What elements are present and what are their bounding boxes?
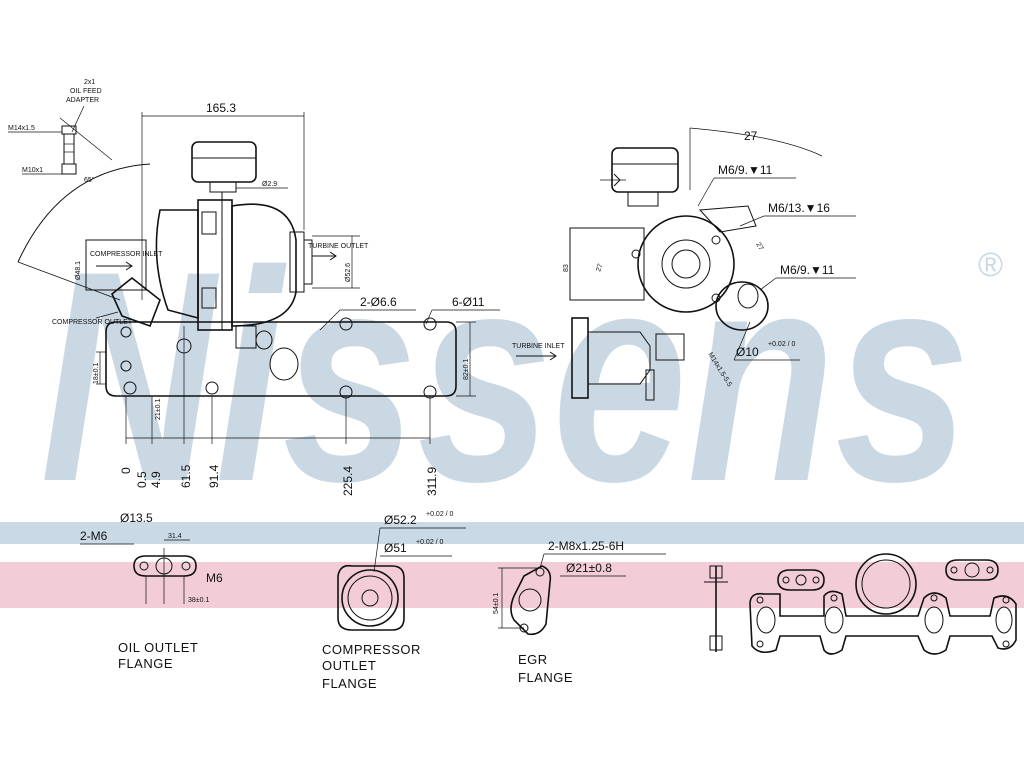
oil-pitch-label: 31.4 (168, 533, 182, 540)
comp-dia-inner: Ø51 (384, 541, 407, 555)
registered-mark: ® (978, 246, 1003, 284)
height-right-label: 82±0.1 (463, 359, 470, 380)
turbine-outlet-label: TURBINE OUTLET (308, 243, 369, 250)
oil-caption-1: OIL OUTLET (118, 640, 198, 655)
oil-adapter-line-2: OIL FEED (70, 88, 102, 95)
oil-m6-label: M6 (206, 571, 223, 585)
side-height-dim: 83 (563, 264, 570, 272)
holes-b-label: 6-Ø11 (452, 295, 485, 309)
base-dim-0: 0 (119, 467, 133, 474)
egr-dia-label: Ø21±0.8 (566, 561, 612, 575)
egr-thread-label: 2-M8x1.25-6H (548, 539, 624, 553)
turbine-inlet-label: TURBINE INLET (512, 343, 565, 350)
callout-2: M6/13.▼16 (768, 201, 830, 215)
dia-10-tol: +0.02 / 0 (768, 341, 796, 348)
comp-dia-inner-tol: +0.02 / 0 (416, 539, 444, 546)
dia-10-label: Ø10 (736, 345, 759, 359)
comp-caption-1: COMPRESSOR (322, 642, 421, 657)
side-angle-left: 27 (595, 263, 604, 273)
oil-adapter-line-3: ADAPTER (66, 97, 99, 104)
top-width-dim: 165.3 (206, 101, 236, 115)
gasket-set (704, 553, 1017, 655)
base-dim-3: 61.5 (179, 464, 193, 488)
dim-21-label: 21±0.1 (155, 399, 162, 420)
oil-adapter-line-1: 2x1 (84, 79, 95, 86)
thread-bottom-label: M10x1 (22, 167, 43, 174)
side-view: 27 83 27 M6/9.▼11 M6/13.▼16 M6/9.▼11 27 (512, 127, 856, 401)
egr-caption-1: EGR (518, 652, 548, 667)
compressor-outlet-label: COMPRESSOR OUTLET (52, 319, 133, 326)
egr-pitch-label: 54±0.1 (493, 593, 500, 614)
side-angle-mid: 27 (754, 242, 764, 252)
egr-caption-2: FLANGE (518, 670, 573, 685)
thread-top-label: M14x1.5 (8, 125, 35, 132)
base-dim-2: 4.9 (149, 471, 163, 488)
oil-outlet-flange: Ø13.5 2-M6 31.4 M6 38±0.1 OIL OUTLET FLA… (80, 511, 223, 671)
oil-dia-label: Ø13.5 (120, 511, 153, 525)
callout-3: M6/9.▼11 (780, 263, 835, 277)
height-left-label: 18±0.1 (93, 363, 100, 384)
dia-left-label: Ø48.1 (75, 261, 82, 280)
comp-caption-2: OUTLET (322, 658, 376, 673)
comp-caption-3: FLANGE (322, 676, 377, 691)
oil-caption-2: FLANGE (118, 656, 173, 671)
compressor-outlet-flange: Ø52.2 +0.02 / 0 Ø51 +0.02 / 0 COMPRESSOR… (322, 511, 466, 691)
brand-watermark: Nissens (40, 208, 970, 544)
small-dia-label: Ø2.9 (262, 181, 277, 188)
callout-1: M6/9.▼11 (718, 163, 773, 177)
front-view: 2x1 OIL FEED ADAPTER M14x1.5 M10x1 65° 1… (8, 79, 500, 496)
blue-band (0, 522, 1024, 544)
holes-a-label: 2-Ø6.6 (360, 295, 397, 309)
comp-dia-outer-tol: +0.02 / 0 (426, 511, 454, 518)
base-dim-1: 0.5 (135, 471, 149, 488)
comp-dia-outer: Ø52.2 (384, 513, 417, 527)
oil-thread-label: 2-M6 (80, 529, 108, 543)
egr-flange: 2-M8x1.25-6H Ø21±0.8 54±0.1 EGR FLANGE (493, 539, 666, 685)
compressor-inlet-label: COMPRESSOR INLET (90, 251, 163, 258)
base-dim-4: 91.4 (207, 464, 221, 488)
side-angle-top: 27 (744, 129, 758, 143)
oil-height-label: 38±0.1 (188, 597, 209, 604)
dia-right-label: Ø52.6 (345, 263, 352, 282)
base-dim-6: 311.9 (425, 467, 439, 496)
base-dim-5: 225.4 (341, 466, 355, 496)
